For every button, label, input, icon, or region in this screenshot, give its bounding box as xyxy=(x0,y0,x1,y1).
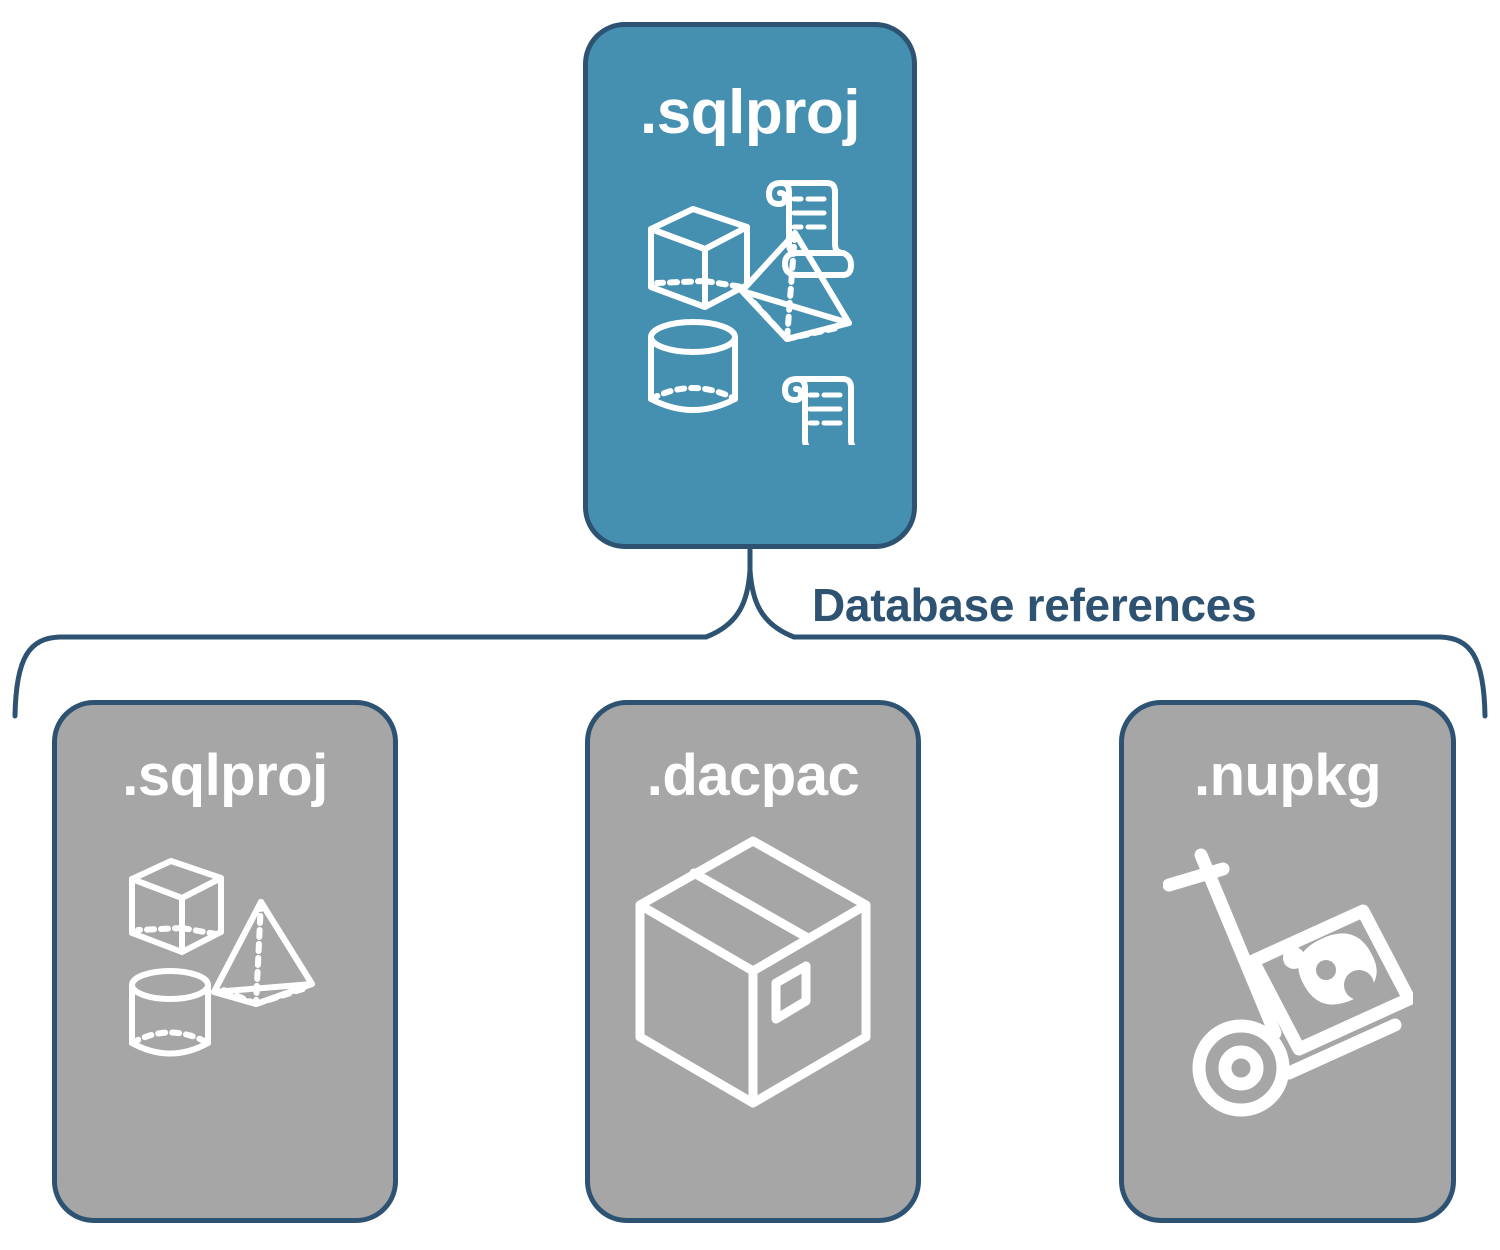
scroll-icon xyxy=(782,376,856,445)
cylinder-icon xyxy=(648,319,738,413)
node-sqlproj-source[interactable]: .sqlproj xyxy=(583,22,917,549)
node-nupkg-label: .nupkg xyxy=(1193,743,1382,808)
node-sqlproj-reference-label: .sqlproj xyxy=(122,743,328,808)
node-sqlproj-reference-icons xyxy=(57,857,393,1072)
pyramid-icon xyxy=(210,899,315,1007)
brace-end-right xyxy=(1437,634,1488,719)
node-nupkg-icons xyxy=(1124,833,1451,1123)
cube-icon xyxy=(648,206,750,310)
node-sqlproj-source-icons xyxy=(588,175,912,445)
database-references-label: Database references xyxy=(812,579,1257,631)
sqlproj-ref-shapes-group xyxy=(128,858,315,1057)
node-nupkg[interactable]: .nupkg xyxy=(1119,700,1456,1223)
brace-end-left xyxy=(12,634,63,719)
node-sqlproj-source-label: .sqlproj xyxy=(640,78,860,147)
wheel-icon xyxy=(1192,1019,1289,1117)
brace-peak-right xyxy=(747,567,797,640)
node-sqlproj-reference[interactable]: .sqlproj xyxy=(52,700,398,1223)
node-dacpac-icons xyxy=(590,833,916,1113)
cylinder-icon xyxy=(128,968,211,1057)
nuget-logo-cutouts xyxy=(1315,960,1374,1000)
node-dacpac[interactable]: .dacpac xyxy=(585,700,921,1223)
brace-peak-left xyxy=(703,567,753,640)
hand-truck-icon xyxy=(1162,848,1413,1117)
cube-icon xyxy=(128,858,224,955)
node-dacpac-label: .dacpac xyxy=(646,743,860,808)
nuget-package-icon xyxy=(1246,904,1413,1056)
package-box-icon xyxy=(635,836,871,1108)
pyramid-icon xyxy=(739,230,852,342)
sqlproj-shapes-group xyxy=(648,180,856,445)
